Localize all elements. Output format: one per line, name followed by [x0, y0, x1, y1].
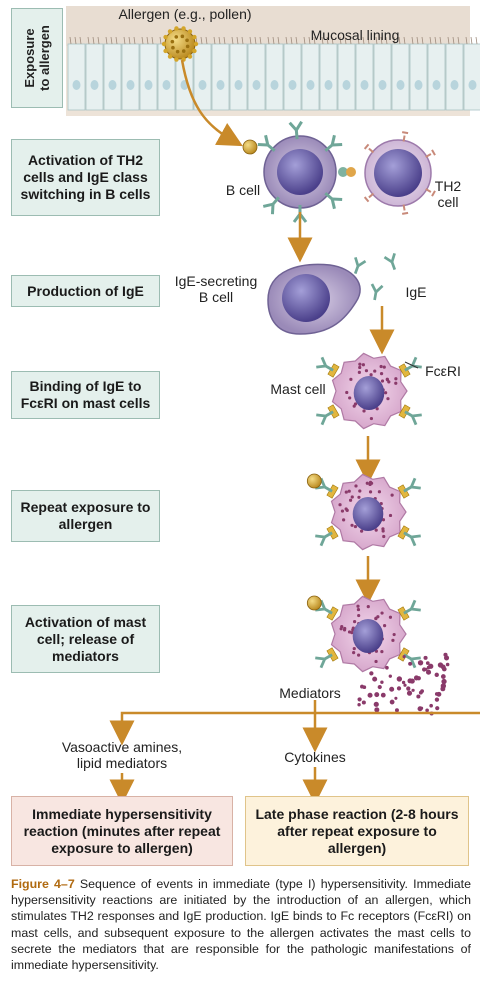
- arrow-to-vasoactive: [109, 700, 317, 746]
- fceri-label: FcεRI: [425, 363, 461, 379]
- th2-cell-label: TH2 cell: [434, 178, 462, 210]
- tcr-contact: [346, 167, 356, 177]
- step-repeat-exposure: Repeat exposure to allergen: [11, 490, 160, 542]
- epithelial-cells: [67, 36, 480, 111]
- fceri-pointer: [404, 361, 419, 369]
- released-mediators: [357, 652, 450, 716]
- pollen-spikes: [161, 26, 199, 62]
- step-activation-mast-text: Activation of mast cell; release of medi…: [24, 613, 147, 664]
- outcome-late-phase-text: Late phase reaction (2-8 hours after rep…: [255, 805, 459, 856]
- exposure-label-box: Exposure to allergen: [11, 8, 63, 108]
- mucosal-lining: [66, 6, 480, 116]
- step-production-ige: Production of IgE: [11, 275, 160, 307]
- outcome-immediate-text: Immediate hypersensitivity reaction (min…: [23, 805, 221, 856]
- allergen-entry-arrow: [180, 59, 243, 147]
- step-binding-ige-text: Binding of IgE to FcεRI on mast cells: [20, 378, 151, 411]
- step-activation-th2: Activation of TH2 cells and IgE class sw…: [11, 139, 160, 216]
- step-activation-th2-text: Activation of TH2 cells and IgE class sw…: [20, 152, 151, 202]
- mast-cell-label: Mast cell: [270, 381, 326, 397]
- outcome-late-phase-box: Late phase reaction (2-8 hours after rep…: [245, 796, 469, 866]
- b-cell-receptors: [257, 120, 343, 223]
- th2-receptors: [363, 131, 436, 215]
- allergen-label: Allergen (e.g., pollen): [118, 6, 252, 22]
- figure-label: Figure 4–7: [11, 877, 75, 891]
- ige-label: IgE: [405, 284, 427, 300]
- ige-secreting-label: IgE-secreting B cell: [174, 273, 258, 305]
- mediators-label: Mediators: [279, 685, 341, 701]
- mucosal-lining-label: Mucosal lining: [310, 27, 400, 43]
- mast-cell-icon: [316, 352, 422, 430]
- b-cell-label: B cell: [225, 182, 261, 198]
- free-ige-antibodies: [353, 252, 397, 301]
- diagram-graphics: [66, 6, 480, 805]
- vasoactive-label: Vasoactive amines, lipid mediators: [61, 739, 183, 771]
- activated-mast-cell-icon: [306, 595, 421, 673]
- captured-allergen-icon: [242, 139, 258, 155]
- figure-caption: Figure 4–7 Sequence of events in immedia…: [11, 876, 471, 973]
- step-repeat-exposure-text: Repeat exposure to allergen: [20, 499, 151, 532]
- step-binding-ige: Binding of IgE to FcεRI on mast cells: [11, 371, 160, 419]
- step-production-ige-text: Production of IgE: [27, 282, 144, 299]
- mast-cell-repeat-icon: [306, 473, 421, 551]
- exposure-label: Exposure to allergen: [22, 25, 52, 91]
- hypersensitivity-diagram: Exposure to allergen Activation of TH2 c…: [11, 6, 480, 866]
- plasma-cell-nucleus: [282, 274, 330, 322]
- caption-text: Sequence of events in immediate (type I)…: [11, 877, 471, 973]
- b-cell-nucleus: [277, 149, 323, 195]
- step-activation-mast: Activation of mast cell; release of medi…: [11, 605, 160, 673]
- outcome-immediate-box: Immediate hypersensitivity reaction (min…: [11, 796, 233, 866]
- th2-cell-nucleus: [374, 149, 422, 197]
- mhc-tcr-contact: [338, 167, 348, 177]
- cytokines-label: Cytokines: [284, 749, 346, 765]
